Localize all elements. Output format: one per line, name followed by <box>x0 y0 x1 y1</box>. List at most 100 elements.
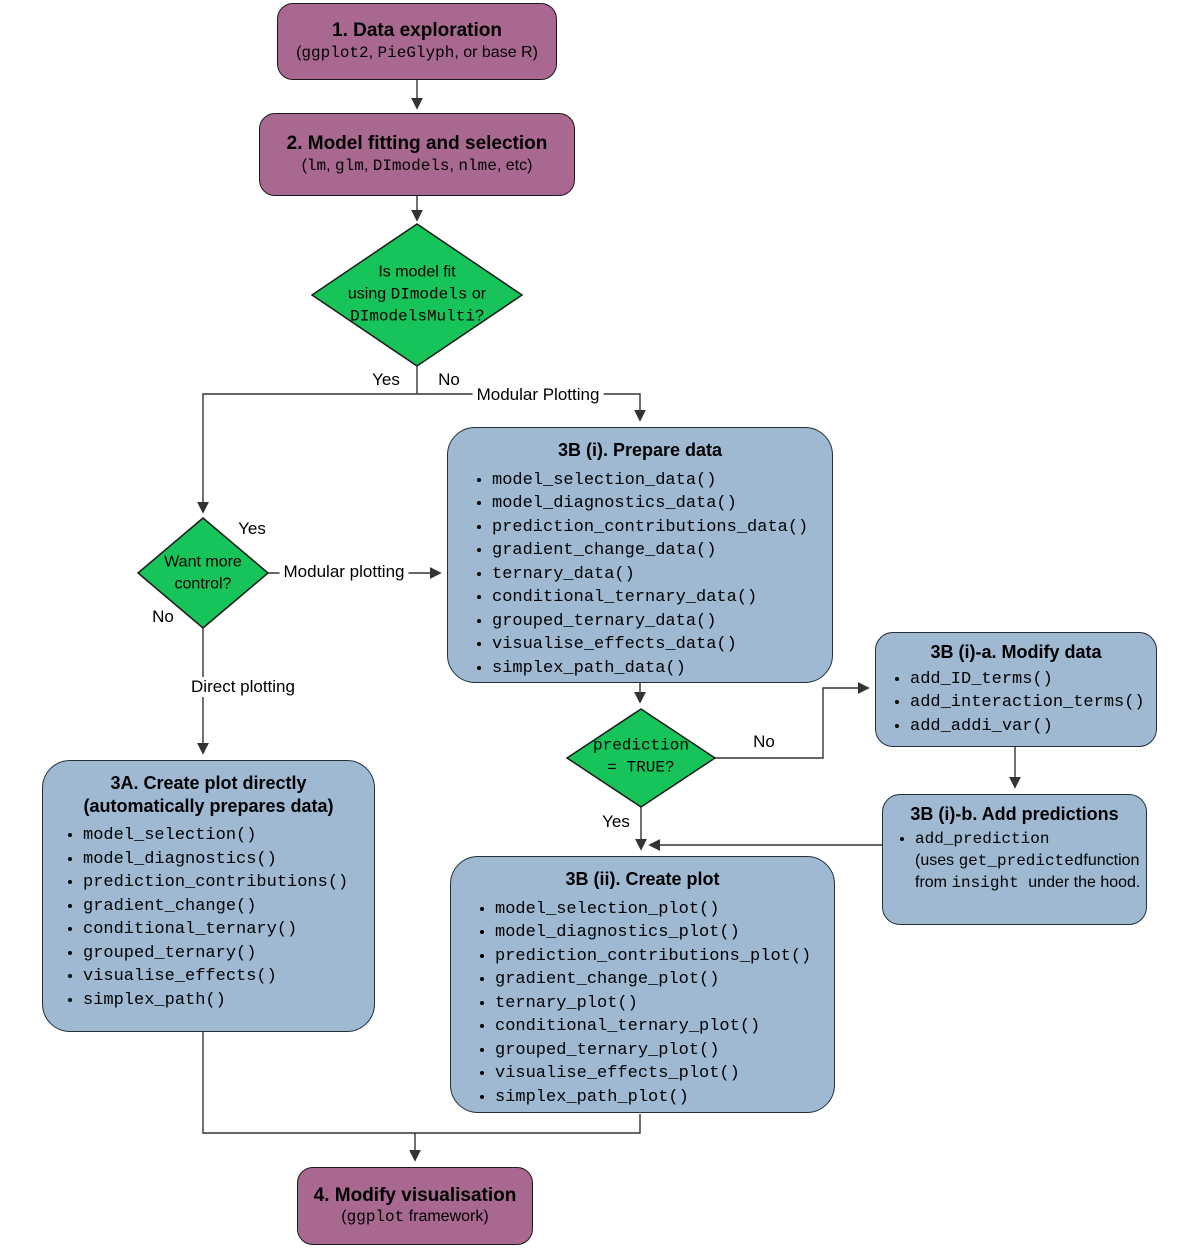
edge-merge-3a-createplot <box>202 1032 641 1134</box>
function-item: model_diagnostics_data() <box>492 492 832 516</box>
function-item: model_selection() <box>83 824 374 848</box>
subtitle-text: ( <box>301 156 307 174</box>
decision-prediction-diamond <box>565 708 717 808</box>
decision-want-control-text: Want more control? <box>143 551 263 594</box>
function-item: model_diagnostics() <box>83 848 374 872</box>
code-lm: lm <box>306 156 327 175</box>
function-item: conditional_ternary() <box>83 918 374 942</box>
decision-line: control? <box>174 575 232 592</box>
edge-label-yes1: Yes <box>372 370 400 389</box>
node-add-predictions-title: 3B (i)-b. Add predictions <box>910 804 1119 824</box>
decision-line: ? <box>474 307 484 325</box>
subtitle-text: , <box>368 43 378 61</box>
edge-label-modular-plotting-mid: Modular plotting <box>279 562 409 582</box>
function-item: grouped_ternary_plot() <box>495 1039 834 1063</box>
node-prepare-data: 3B (i). Prepare data model_selection_dat… <box>447 427 833 683</box>
function-item: visualise_effects() <box>83 965 374 989</box>
function-item: simplex_path_data() <box>492 657 832 681</box>
function-item: conditional_ternary_data() <box>492 586 832 610</box>
function-item: grouped_ternary_data() <box>492 610 832 634</box>
create-plot-function-list: model_selection_plot()model_diagnostics_… <box>451 898 834 1110</box>
note-text: function from <box>915 851 1140 891</box>
code-nlme: nlme <box>458 156 497 175</box>
edge-label-yes2: Yes <box>238 519 266 538</box>
function-item: visualise_effects_plot() <box>495 1062 834 1086</box>
function-item: prediction_contributions() <box>83 871 374 895</box>
node-prepare-data-title: 3B (i). Prepare data <box>557 440 723 460</box>
code-add-prediction: add_prediction <box>915 829 1050 848</box>
node-model-fitting-subtitle: (lm, glm, DImodels, nlme, etc) <box>302 156 533 177</box>
code-ggplot: ggplot <box>346 1208 405 1227</box>
subtitle-text: ( <box>296 43 302 61</box>
subtitle-text: , etc) <box>496 156 533 174</box>
function-item: model_selection_plot() <box>495 898 834 922</box>
prepare-data-function-list: model_selection_data()model_diagnostics_… <box>448 469 832 681</box>
subtitle-text: , <box>363 156 373 174</box>
add-predictions-content: add_prediction (uses get_predictedfunctio… <box>883 829 1146 894</box>
decision-line: prediction <box>592 736 689 755</box>
function-item: gradient_change_plot() <box>495 968 834 992</box>
subtitle-text: framework) <box>404 1208 489 1226</box>
code-get-predicted: get_predicted <box>958 851 1084 870</box>
node-data-exploration-title: 1. Data exploration <box>332 20 502 42</box>
note-text: under the hood. <box>1028 873 1141 891</box>
decision-line: or <box>467 285 487 303</box>
node-model-fitting: 2. Model fitting and selection (lm, glm,… <box>259 113 575 196</box>
title-line: 3A. Create plot directly <box>110 773 307 793</box>
node-create-plot: 3B (ii). Create plot model_selection_plo… <box>450 856 835 1113</box>
edge-label-no2: No <box>152 607 174 626</box>
decision-line: = TRUE? <box>607 758 675 776</box>
subtitle-text: , <box>449 156 459 174</box>
decision-prediction-text: prediction = TRUE? <box>576 735 706 778</box>
function-item: add_prediction (uses get_predictedfunctio… <box>915 829 1146 894</box>
node-model-fitting-title: 2. Model fitting and selection <box>286 133 548 155</box>
subtitle-text: ( <box>341 1208 347 1226</box>
code-dimodels: DImodels <box>390 285 468 304</box>
edge-decision1-yes-to-decision2 <box>197 393 417 514</box>
function-item: conditional_ternary_plot() <box>495 1015 834 1039</box>
function-item: grouped_ternary() <box>83 942 374 966</box>
node-modify-data-title: 3B (i)-a. Modify data <box>930 642 1102 662</box>
code-ggplot2: ggplot2 <box>301 43 369 62</box>
edge-decision3-no-to-modify <box>715 682 870 759</box>
note-text: (uses <box>915 851 959 869</box>
function-item: ternary_data() <box>492 563 832 587</box>
subtitle-text: , <box>326 156 336 174</box>
function-item: add_interaction_terms() <box>910 691 1156 715</box>
function-item: model_diagnostics_plot() <box>495 921 834 945</box>
code-glm: glm <box>335 156 364 175</box>
node-modify-visualisation-subtitle: (ggplot framework) <box>341 1207 488 1228</box>
function-item: model_selection_data() <box>492 469 832 493</box>
code-dimodels: DImodels <box>372 156 450 175</box>
node-create-plot-directly-title: 3A. Create plot directly (automatically … <box>43 761 374 817</box>
function-item: gradient_change() <box>83 895 374 919</box>
node-create-plot-title: 3B (ii). Create plot <box>565 869 720 889</box>
modify-data-function-list: add_ID_terms()add_interaction_terms()add… <box>876 668 1156 739</box>
node-modify-visualisation-title: 4. Modify visualisation <box>313 1184 517 1206</box>
function-item: simplex_path() <box>83 989 374 1013</box>
subtitle-text: , or base R) <box>454 43 538 61</box>
edge-label-direct-plotting: Direct plotting <box>187 677 299 697</box>
create-plot-directly-function-list: model_selection()model_diagnostics()pred… <box>43 824 374 1012</box>
decision-want-control-diamond <box>136 517 270 629</box>
function-item: simplex_path_plot() <box>495 1086 834 1110</box>
node-modify-visualisation: 4. Modify visualisation (ggplot framewor… <box>297 1167 533 1245</box>
edge-label-no3: No <box>753 732 775 751</box>
function-item: gradient_change_data() <box>492 539 832 563</box>
node-add-predictions: 3B (i)-b. Add predictions add_prediction… <box>882 794 1147 925</box>
edge-label-no1: No <box>438 370 460 389</box>
node-modify-data: 3B (i)-a. Modify data add_ID_terms()add_… <box>875 632 1157 747</box>
code-dimodelsmulti: DImodelsMulti <box>350 307 475 326</box>
title-line: (automatically prepares data) <box>83 795 334 816</box>
node-data-exploration: 1. Data exploration (ggplot2, PieGlyph, … <box>277 3 557 80</box>
decision-model-fit-text: Is model fit using DImodels or DImodelsM… <box>317 262 517 329</box>
function-item: visualise_effects_data() <box>492 633 832 657</box>
node-data-exploration-subtitle: (ggplot2, PieGlyph, or base R) <box>296 43 538 64</box>
code-insight: insight <box>951 873 1019 892</box>
function-item: ternary_plot() <box>495 992 834 1016</box>
node-create-plot-directly: 3A. Create plot directly (automatically … <box>42 760 375 1032</box>
decision-line: using <box>347 285 391 303</box>
decision-line: Want more <box>164 553 242 571</box>
function-item: add_addi_var() <box>910 715 1156 739</box>
